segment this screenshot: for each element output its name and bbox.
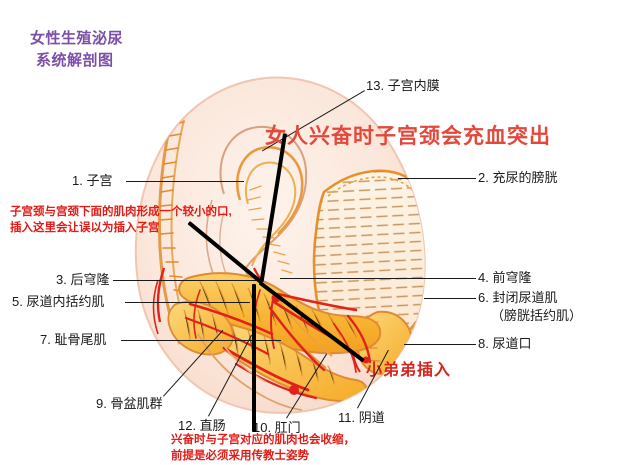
anatomy-svg: [134, 76, 426, 414]
label-10-anus: 10. 肛门: [253, 420, 301, 435]
annotation-bottom-note-line-2: 前提是必须采用传教士姿势: [171, 450, 309, 462]
page-title-line-2: 系统解剖图: [36, 52, 114, 69]
annotation-insertion-label: 小弟弟插入: [366, 362, 452, 379]
leader-line-1: [126, 181, 244, 182]
pointer-stroke-vertical: [252, 284, 256, 432]
label-6-urethral-closure-muscle: 6. 封闭尿道肌: [478, 290, 558, 305]
label-1-uterus: 1. 子宫: [72, 173, 113, 188]
label-8-urethral-opening: 8. 尿道口: [478, 336, 532, 351]
label-2-full-bladder: 2. 充尿的膀胱: [478, 170, 558, 185]
label-13-endometrium: 13. 子宫内膜: [366, 78, 440, 93]
annotation-bottom-note-line-1: 兴奋时与子宫对应的肌肉也会收缩，: [171, 434, 355, 446]
leader-line-5: [125, 302, 250, 303]
page-title: 女性生殖泌尿 系统解剖图: [30, 28, 200, 72]
leader-line-3: [113, 280, 263, 281]
leader-line-8: [404, 344, 476, 345]
label-3-posterior-fornix: 3. 后穹隆: [56, 272, 110, 287]
leader-line-4: [280, 278, 476, 279]
label-11-vagina: 11. 阴道: [338, 410, 385, 425]
label-7-pubococcygeus: 7. 耻骨尾肌: [40, 332, 107, 347]
leader-line-6: [424, 298, 476, 299]
label-9-pelvic-muscles: 9. 骨盆肌群: [96, 396, 163, 411]
anatomy-illustration: [128, 72, 518, 427]
label-5-internal-urethral-sphincter: 5. 尿道内括约肌: [12, 294, 105, 309]
annotation-left-note-line-2: 插入这里会让误以为插入子宫: [10, 222, 160, 234]
leader-line-7: [121, 340, 281, 341]
leader-line-2: [398, 178, 476, 179]
page-title-line-1: 女性生殖泌尿: [30, 30, 124, 47]
label-12-rectum: 12. 直肠: [178, 418, 226, 433]
label-4-anterior-fornix: 4. 前穹隆: [478, 270, 532, 285]
label-6-urethral-closure-muscle-sub: （膀胱括约肌）: [491, 308, 583, 323]
annotation-left-note-line-1: 子宫颈与宫颈下面的肌肉形成一个较小的口,: [10, 206, 232, 218]
annotation-top-heading: 女人兴奋时子宫颈会充血突出: [265, 125, 551, 148]
